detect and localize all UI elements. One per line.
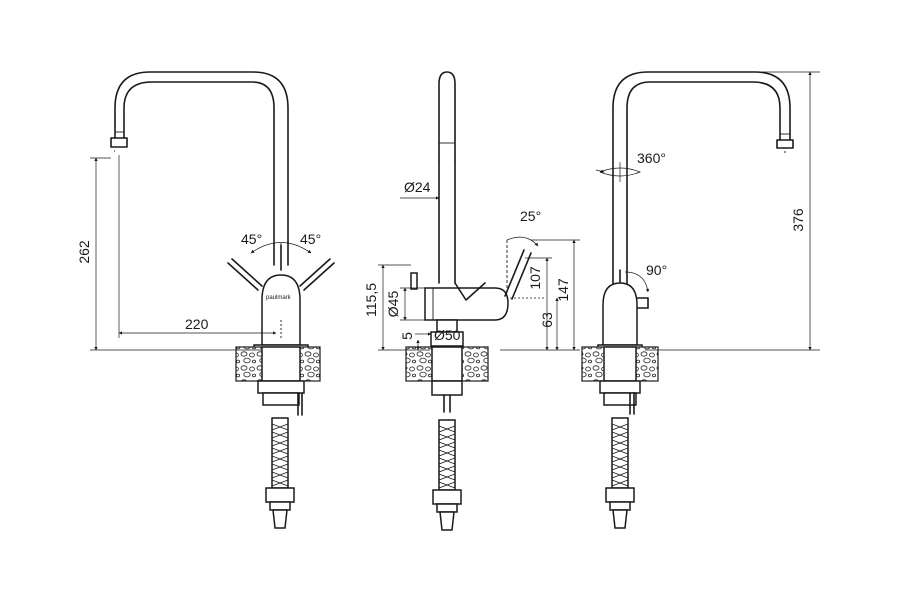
angle-label-left: 45° — [241, 231, 262, 247]
hose-right — [611, 417, 629, 489]
dim-262: 262 — [76, 240, 92, 264]
side-view-right: 360° 90° 376 — [581, 71, 820, 529]
side-view-left: 45° 45° paulmark 262 220 — [76, 71, 335, 529]
brand-label: paulmark — [266, 295, 292, 301]
front-view-middle: Ø24 25° Ø50 — [363, 71, 580, 531]
dim-d24: Ø24 — [404, 179, 431, 195]
hose-left — [271, 417, 289, 489]
angle-360: 360° — [637, 150, 666, 166]
hose-middle — [438, 419, 456, 491]
dim-147: 147 — [555, 278, 571, 302]
dim-376: 376 — [790, 208, 806, 232]
angle-label-right: 45° — [300, 231, 321, 247]
dim-d45: Ø45 — [385, 291, 401, 318]
dim-5: 5 — [399, 332, 415, 340]
angle-90: 90° — [646, 262, 667, 278]
dim-107: 107 — [527, 266, 543, 290]
angle-25: 25° — [520, 208, 541, 224]
dim-d50: Ø50 — [434, 327, 461, 343]
dim-220: 220 — [185, 316, 209, 332]
dim-115-5: 115,5 — [363, 283, 379, 317]
dim-63: 63 — [539, 312, 555, 328]
